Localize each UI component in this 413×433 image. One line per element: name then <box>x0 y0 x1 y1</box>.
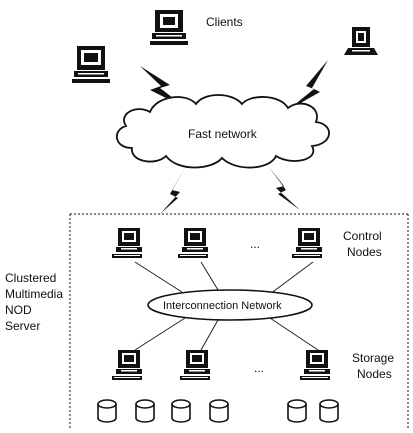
client-computer-left <box>72 46 110 83</box>
disk-3 <box>171 399 191 423</box>
storage-nodes-ellipsis: ... <box>254 361 264 375</box>
disk-2 <box>135 399 155 423</box>
server-link-bolt-left <box>160 166 186 214</box>
server-label-line-3: NOD <box>5 303 32 317</box>
server-label-line-2: Multimedia <box>5 287 63 301</box>
server-boundary <box>69 213 409 430</box>
server-link-bolt-right <box>268 166 300 210</box>
storage-nodes-label-line-1: Storage <box>352 351 394 365</box>
storage-node-3 <box>300 350 330 380</box>
interconnection-network-label: Interconnection Network <box>163 300 282 312</box>
control-node-1 <box>112 228 142 258</box>
wireless-link-bolt-right <box>288 60 328 110</box>
client-laptop-right <box>344 27 378 55</box>
control-nodes-label-line-1: Control <box>343 229 382 243</box>
server-label-line-4: Server <box>5 319 40 333</box>
control-node-2 <box>178 228 208 258</box>
storage-node-2 <box>180 350 210 380</box>
control-nodes-ellipsis: ... <box>250 237 260 251</box>
disk-1 <box>97 399 117 423</box>
client-computer-top <box>150 10 188 45</box>
fast-network-cloud <box>116 94 330 169</box>
fast-network-label: Fast network <box>188 127 258 141</box>
control-node-3 <box>292 228 322 258</box>
wireless-link-bolt-left <box>140 66 186 108</box>
disk-4 <box>209 399 229 423</box>
connection-lines <box>134 261 319 351</box>
storage-nodes-label-line-2: Nodes <box>357 367 392 381</box>
disk-5 <box>287 399 307 423</box>
control-nodes-label-line-2: Nodes <box>347 245 382 259</box>
interconnection-network-ellipse <box>147 289 313 321</box>
storage-node-1 <box>112 350 142 380</box>
server-label-line-1: Clustered <box>5 271 56 285</box>
clients-label: Clients <box>206 15 243 29</box>
disk-6 <box>319 399 339 423</box>
